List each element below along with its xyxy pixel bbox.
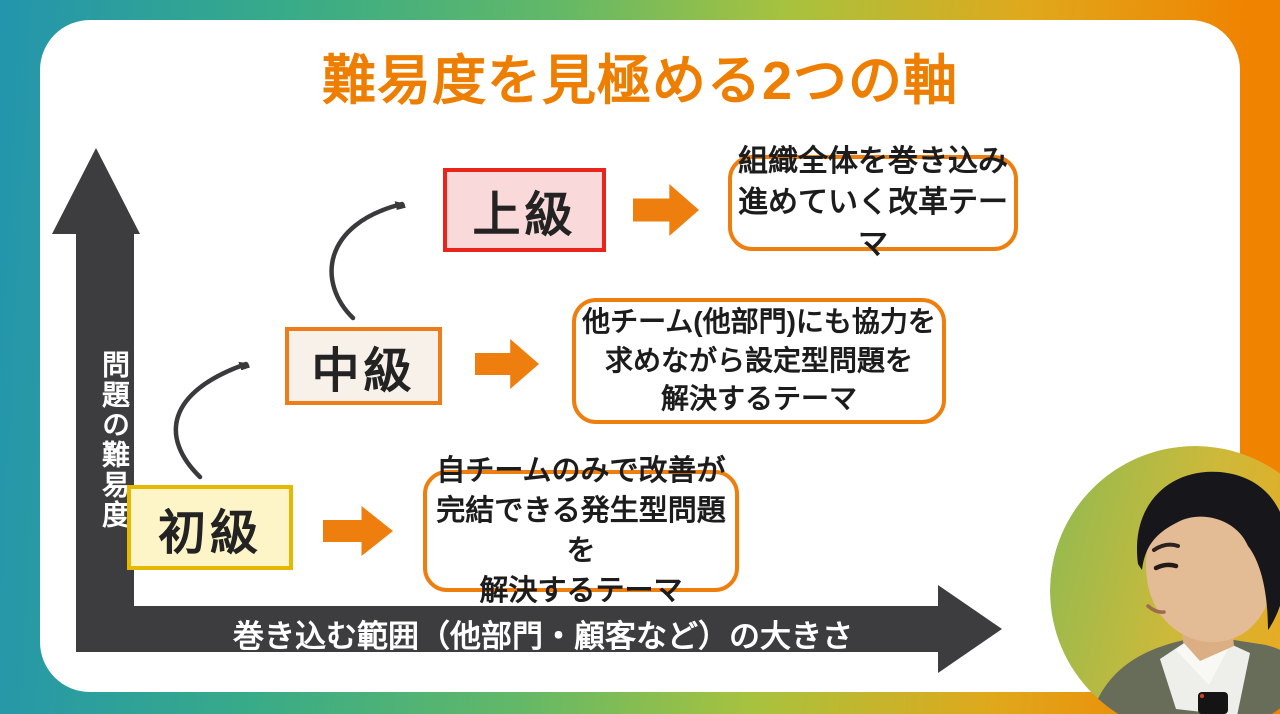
level-label-beginner: 初級	[157, 506, 262, 560]
theme-text-intermediate: 他チーム(他部門)にも協力を 求めながら設定型問題を 解決するテーマ	[582, 306, 936, 415]
x-axis-shaft	[76, 606, 938, 652]
y-axis-shaft	[76, 230, 134, 652]
theme-text-beginner: 自チームのみで改善が 完結できる発生型問題を 解決するテーマ	[436, 454, 726, 608]
theme-box-advanced: 組織全体を巻き込み 進めていく改革テーマ	[728, 145, 1018, 261]
theme-text-advanced: 組織全体を巻き込み 進めていく改革テーマ	[738, 144, 1008, 261]
level-box-advanced: 上級	[443, 168, 606, 252]
theme-box-intermediate: 他チーム(他部門)にも協力を 求めながら設定型問題を 解決するテーマ	[572, 298, 946, 424]
level-box-beginner: 初級	[127, 485, 293, 570]
level-label-intermediate: 中級	[311, 345, 416, 398]
level-box-intermediate: 中級	[285, 327, 442, 405]
theme-box-beginner: 自チームのみで改善が 完結できる発生型問題を 解決するテーマ	[423, 455, 739, 607]
level-label-advanced: 上級	[472, 189, 577, 242]
y-axis-label: 問題の難易度	[99, 350, 130, 530]
slide-title: 難易度を見極める2つの軸	[321, 51, 959, 111]
x-axis-label: 巻き込む範囲（他部門・顧客など）の大きさ	[233, 619, 853, 654]
